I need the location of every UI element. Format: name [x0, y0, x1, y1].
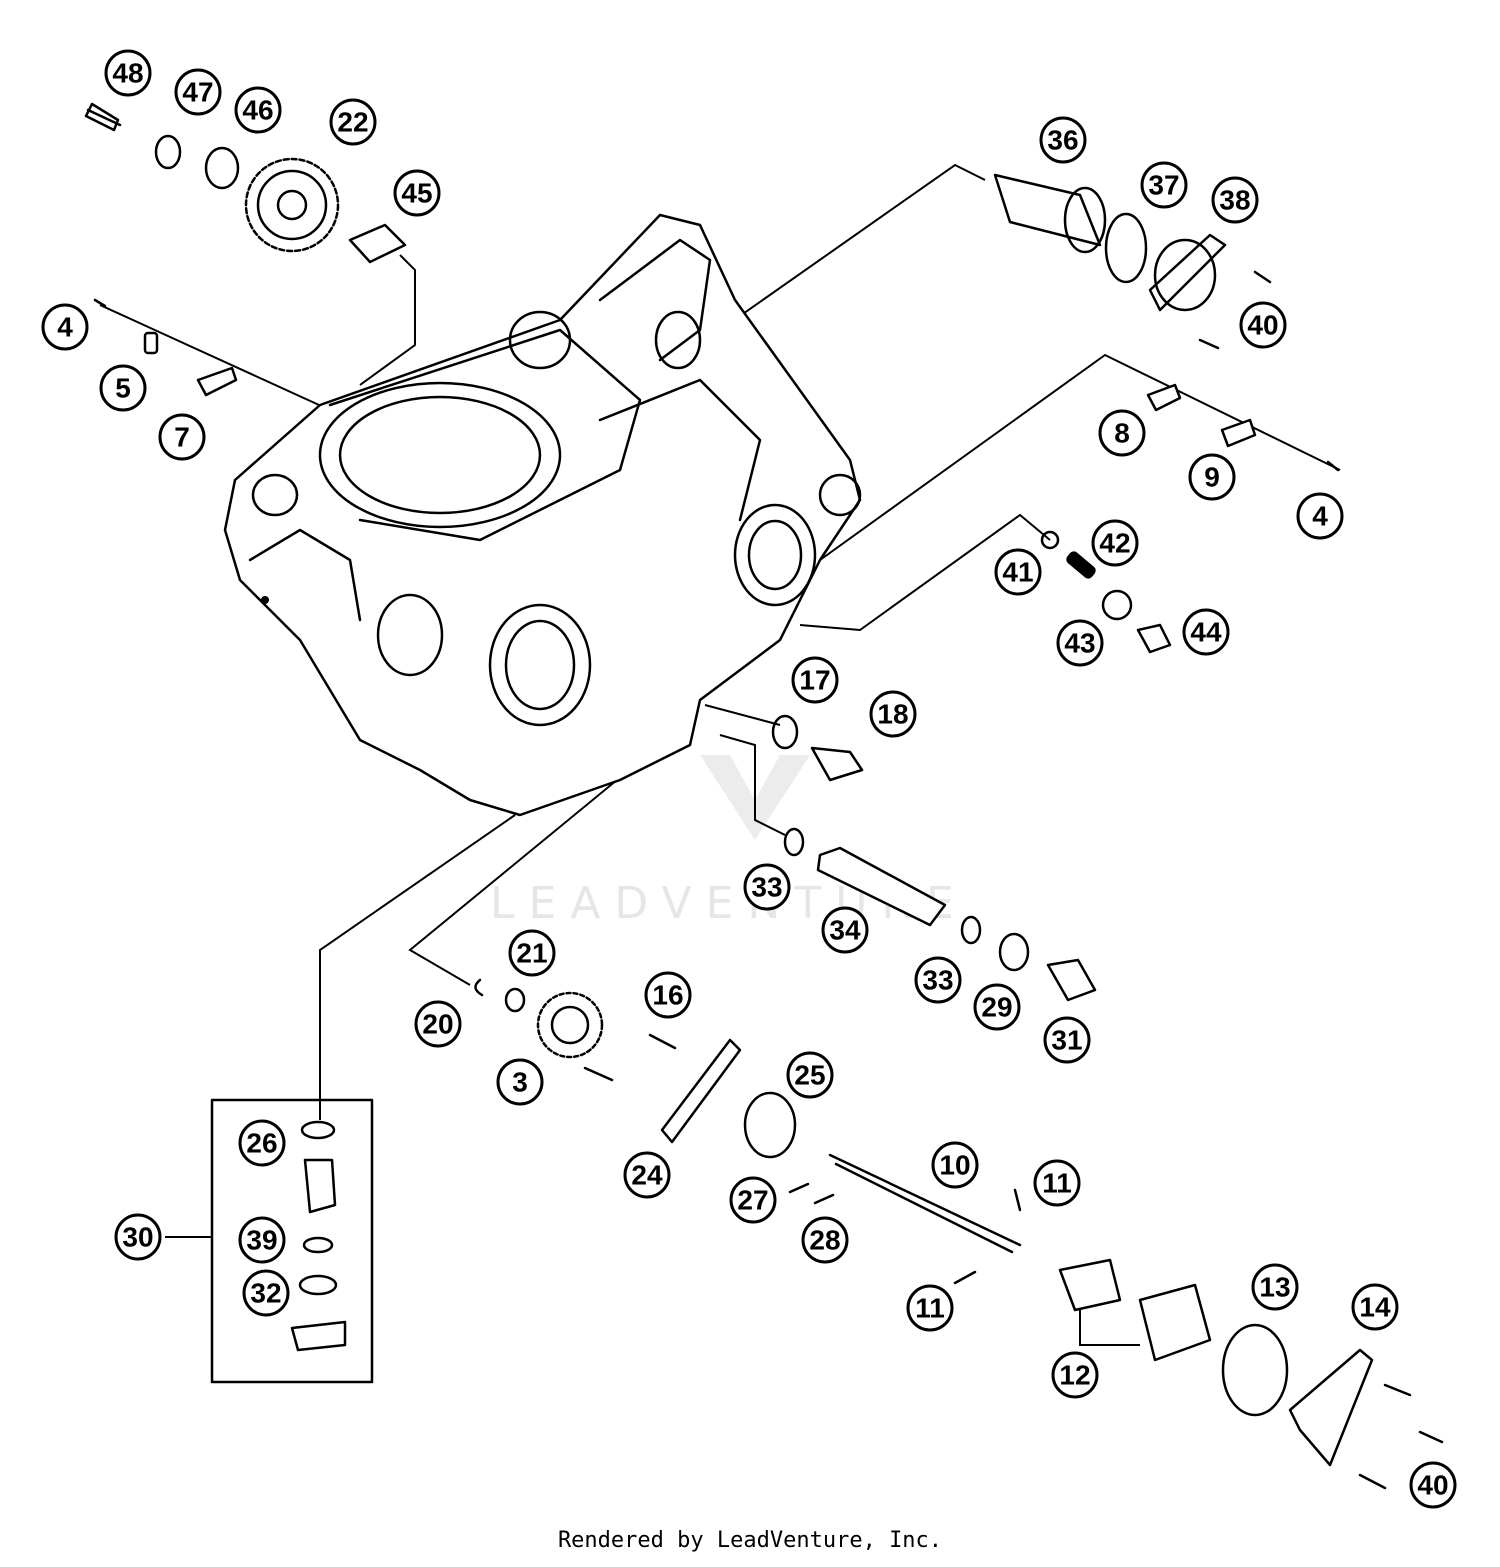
svg-text:39: 39 — [246, 1225, 277, 1256]
callout-41: 41 — [994, 548, 1042, 596]
svg-text:36: 36 — [1047, 125, 1078, 156]
callout-43: 43 — [1056, 619, 1104, 667]
svg-text:30: 30 — [122, 1222, 153, 1253]
callout-17: 17 — [791, 656, 839, 704]
callout-11-upper: 11 — [1033, 1159, 1081, 1207]
svg-text:33: 33 — [922, 965, 953, 996]
callout-29: 29 — [973, 983, 1021, 1031]
svg-text:28: 28 — [809, 1225, 840, 1256]
svg-text:33: 33 — [751, 872, 782, 903]
callout-32: 32 — [242, 1269, 290, 1317]
callout-20: 20 — [414, 1000, 462, 1048]
callout-3: 3 — [496, 1058, 544, 1106]
callout-47: 47 — [174, 68, 222, 116]
callout-38: 38 — [1211, 176, 1259, 224]
callout-42: 42 — [1091, 519, 1139, 567]
svg-text:34: 34 — [829, 915, 861, 946]
svg-text:18: 18 — [877, 699, 908, 730]
callouts: 48 47 46 22 45 36 37 38 40 4 5 7 8 9 4 4… — [41, 49, 1457, 1509]
svg-text:31: 31 — [1051, 1025, 1082, 1056]
svg-text:43: 43 — [1064, 628, 1095, 659]
callout-18: 18 — [869, 690, 917, 738]
callout-4-right: 4 — [1296, 492, 1344, 540]
callout-45: 45 — [393, 169, 441, 217]
svg-text:13: 13 — [1259, 1272, 1290, 1303]
callout-36: 36 — [1039, 116, 1087, 164]
callout-33-lower: 33 — [914, 956, 962, 1004]
callout-26: 26 — [238, 1119, 286, 1167]
callout-34: 34 — [821, 906, 869, 954]
svg-text:12: 12 — [1059, 1360, 1090, 1391]
callout-40-lower: 40 — [1409, 1461, 1457, 1509]
callout-27: 27 — [729, 1176, 777, 1224]
svg-text:17: 17 — [799, 665, 830, 696]
callout-22: 22 — [329, 98, 377, 146]
crankcase — [223, 213, 862, 817]
svg-text:8: 8 — [1114, 418, 1130, 449]
watermark-logo — [700, 755, 810, 840]
parts — [84, 102, 1444, 1490]
callout-4-left: 4 — [41, 303, 89, 351]
svg-text:5: 5 — [115, 373, 131, 404]
svg-text:40: 40 — [1417, 1470, 1448, 1501]
svg-text:38: 38 — [1219, 185, 1250, 216]
svg-text:48: 48 — [112, 58, 143, 89]
svg-text:21: 21 — [516, 938, 547, 969]
callout-16: 16 — [644, 971, 692, 1019]
callout-8: 8 — [1098, 409, 1146, 457]
callout-33-upper: 33 — [743, 863, 791, 911]
callout-7: 7 — [158, 413, 206, 461]
svg-text:20: 20 — [422, 1009, 453, 1040]
svg-text:16: 16 — [652, 980, 683, 1011]
callout-37: 37 — [1140, 161, 1188, 209]
svg-text:44: 44 — [1190, 617, 1222, 648]
svg-text:9: 9 — [1204, 462, 1220, 493]
svg-text:22: 22 — [337, 107, 368, 138]
svg-text:4: 4 — [57, 312, 73, 343]
svg-text:11: 11 — [1042, 1168, 1072, 1199]
svg-text:45: 45 — [401, 178, 432, 209]
svg-text:46: 46 — [242, 95, 273, 126]
svg-text:47: 47 — [182, 77, 213, 108]
callout-5: 5 — [99, 364, 147, 412]
callout-44: 44 — [1182, 608, 1230, 656]
footer-credit: Rendered by LeadVenture, Inc. — [557, 1528, 943, 1553]
svg-text:27: 27 — [737, 1185, 768, 1216]
svg-text:40: 40 — [1247, 310, 1278, 341]
svg-text:10: 10 — [939, 1150, 970, 1181]
callout-21: 21 — [508, 929, 556, 977]
svg-text:29: 29 — [981, 992, 1012, 1023]
callout-13: 13 — [1251, 1263, 1299, 1311]
callout-10: 10 — [931, 1141, 979, 1189]
svg-text:14: 14 — [1359, 1292, 1391, 1323]
callout-25: 25 — [786, 1051, 834, 1099]
svg-text:42: 42 — [1099, 528, 1130, 559]
svg-text:3: 3 — [512, 1067, 528, 1098]
callout-40-upper: 40 — [1239, 301, 1287, 349]
callout-46: 46 — [234, 86, 282, 134]
callout-24: 24 — [623, 1151, 671, 1199]
callout-39: 39 — [238, 1216, 286, 1264]
svg-text:11: 11 — [915, 1293, 945, 1324]
svg-text:24: 24 — [631, 1160, 663, 1191]
callout-31: 31 — [1043, 1016, 1091, 1064]
callout-9: 9 — [1188, 453, 1236, 501]
svg-text:7: 7 — [174, 422, 190, 453]
callout-14: 14 — [1351, 1283, 1399, 1331]
svg-text:41: 41 — [1002, 557, 1033, 588]
callout-12: 12 — [1051, 1351, 1099, 1399]
callout-11-lower: 11 — [906, 1284, 954, 1332]
svg-text:32: 32 — [250, 1278, 281, 1309]
callout-30: 30 — [114, 1213, 162, 1261]
svg-text:26: 26 — [246, 1128, 277, 1159]
svg-text:25: 25 — [794, 1060, 825, 1091]
svg-text:37: 37 — [1148, 170, 1179, 201]
callout-28: 28 — [801, 1216, 849, 1264]
callout-48: 48 — [104, 49, 152, 97]
svg-text:4: 4 — [1312, 501, 1328, 532]
